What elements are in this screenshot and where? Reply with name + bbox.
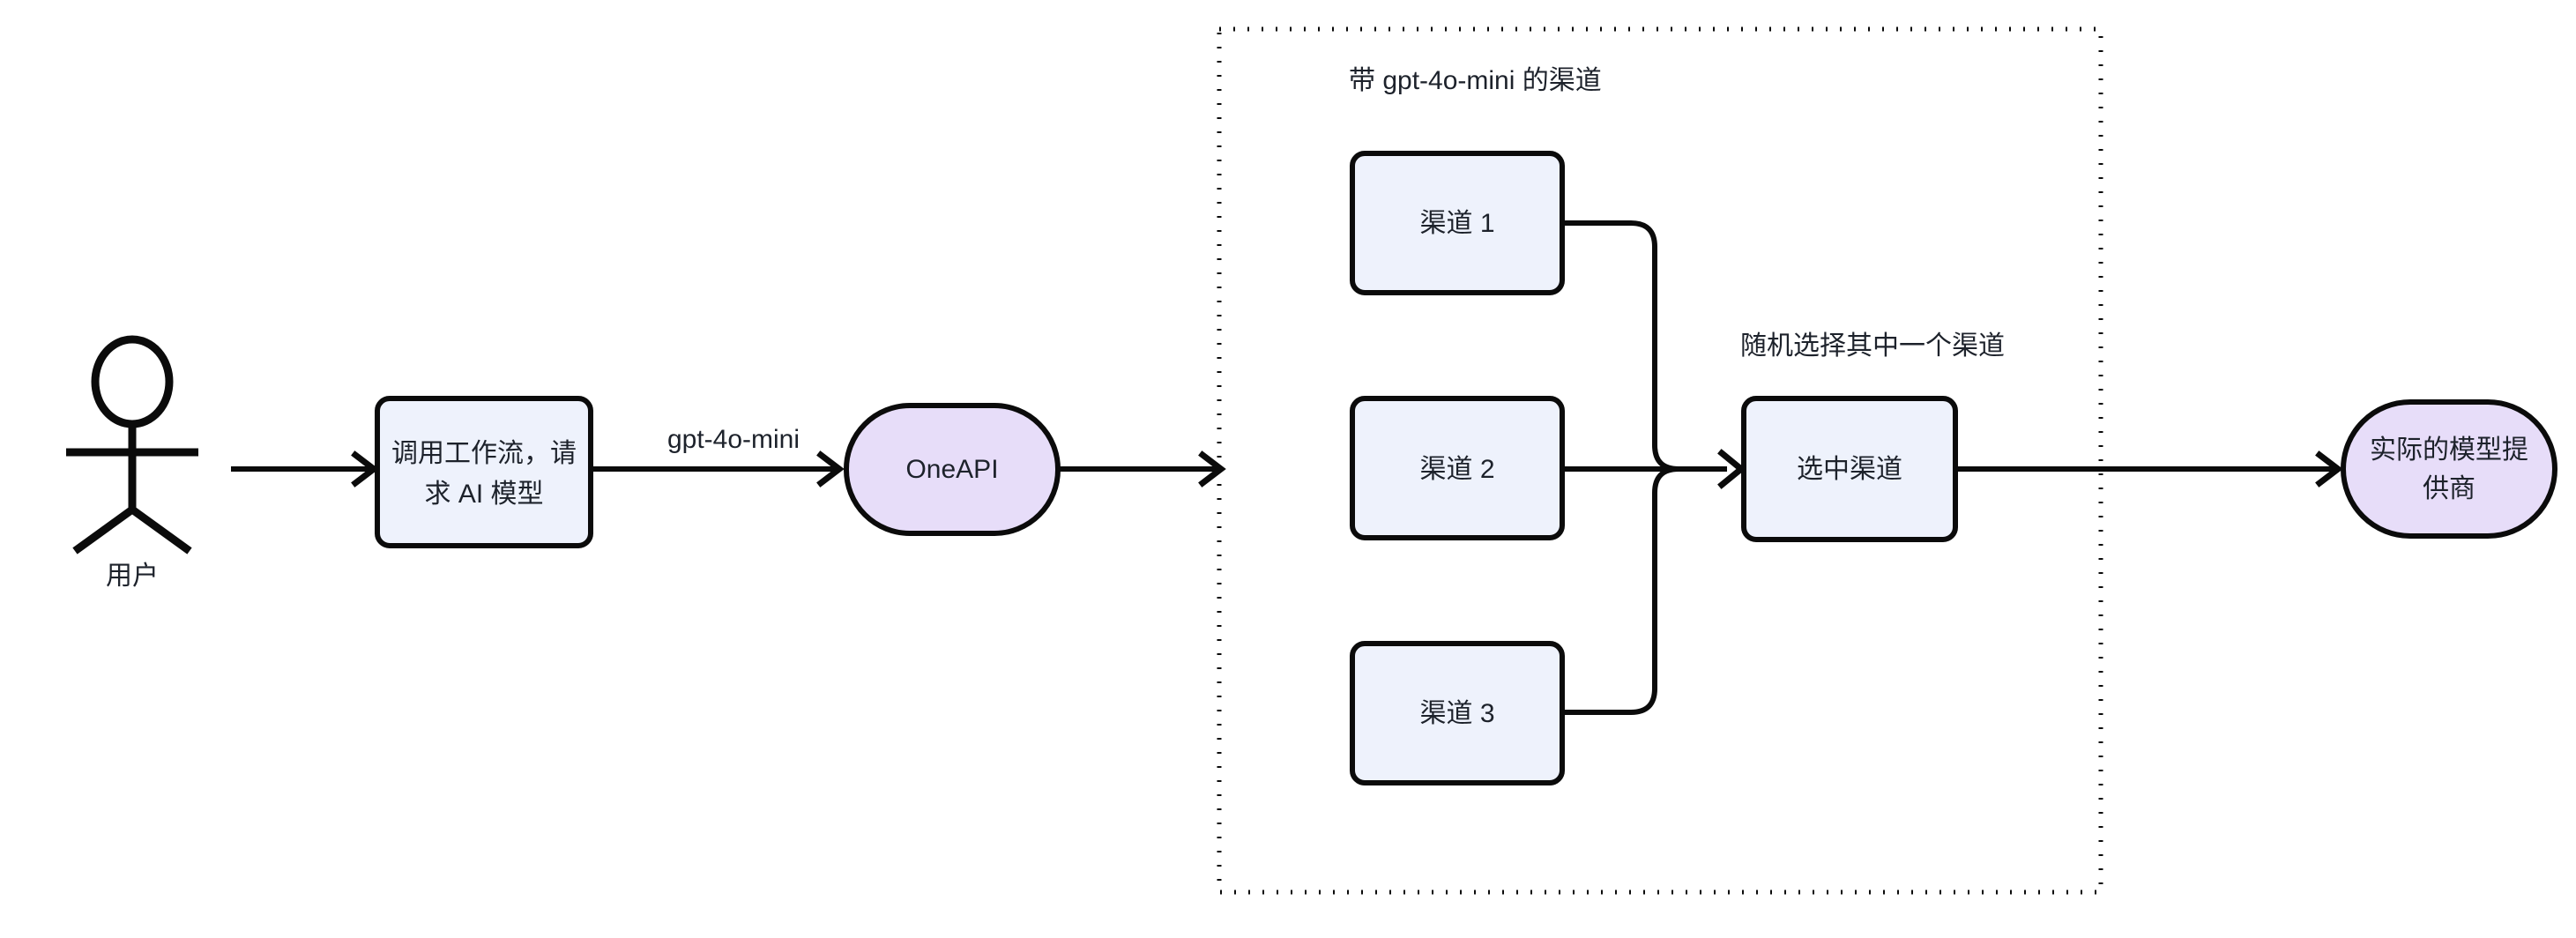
node-workflow-shape (375, 396, 593, 548)
node-channel-3-label: 渠道 3 (1419, 699, 1494, 728)
edge-channels-to-selected-label: 随机选择其中一个渠道 (1740, 331, 2005, 361)
edge-oneapi-to-group-arrowhead-icon (1198, 450, 1226, 488)
user-actor-label: 用户 (106, 562, 159, 591)
node-provider-shape (2341, 399, 2557, 539)
edge-user-to-workflow (231, 450, 379, 488)
actor-left-leg-icon (72, 506, 135, 555)
edge-workflow-to-oneapi: gpt-4o-mini (591, 425, 845, 488)
edge-workflow-to-oneapi-arrowhead-icon (816, 450, 845, 488)
node-workflow[interactable]: 调用工作流，请 求 AI 模型 (375, 396, 593, 548)
node-selected-channel-label: 选中渠道 (1797, 455, 1902, 484)
group-label: 带 gpt-4o-mini 的渠道 (1349, 66, 1602, 95)
node-provider-label-line2: 供商 (2423, 474, 2475, 503)
edge-oneapi-to-group (1058, 450, 1226, 488)
node-selected-channel[interactable]: 选中渠道 (1741, 396, 1958, 542)
edge-channel-1-to-selected-line (1562, 220, 1727, 472)
actor-head-icon (91, 335, 174, 428)
node-channel-2-label: 渠道 2 (1419, 455, 1494, 484)
node-workflow-label-line1: 调用工作流，请 (391, 439, 577, 468)
node-channel-2[interactable]: 渠道 2 (1350, 396, 1565, 540)
edge-selected-to-provider-arrowhead-icon (2315, 450, 2343, 488)
edge-user-to-workflow-arrowhead-icon (351, 450, 379, 488)
node-oneapi[interactable]: OneAPI (844, 403, 1061, 536)
edge-workflow-to-oneapi-label: gpt-4o-mini (667, 425, 800, 454)
node-provider[interactable]: 实际的模型提 供商 (2341, 399, 2557, 539)
group-dotted-border (1217, 26, 2103, 895)
edge-selected-to-provider (1955, 450, 2343, 488)
actor-right-leg-icon (130, 506, 192, 555)
edge-channel-3-to-selected-line (1562, 466, 1727, 715)
node-provider-label-line1: 实际的模型提 (2370, 436, 2528, 465)
node-channel-1-label: 渠道 1 (1419, 209, 1494, 238)
node-channel-3[interactable]: 渠道 3 (1350, 641, 1565, 785)
gpt-4o-mini-channel-group[interactable]: 带 gpt-4o-mini 的渠道 (1217, 26, 2103, 895)
user-actor[interactable]: 用户 (66, 335, 198, 591)
node-channel-1[interactable]: 渠道 1 (1350, 151, 1565, 295)
node-workflow-label-line2: 求 AI 模型 (424, 480, 543, 509)
edge-channels-to-selected: 随机选择其中一个渠道 (1562, 220, 2005, 715)
node-oneapi-label: OneAPI (905, 455, 998, 484)
